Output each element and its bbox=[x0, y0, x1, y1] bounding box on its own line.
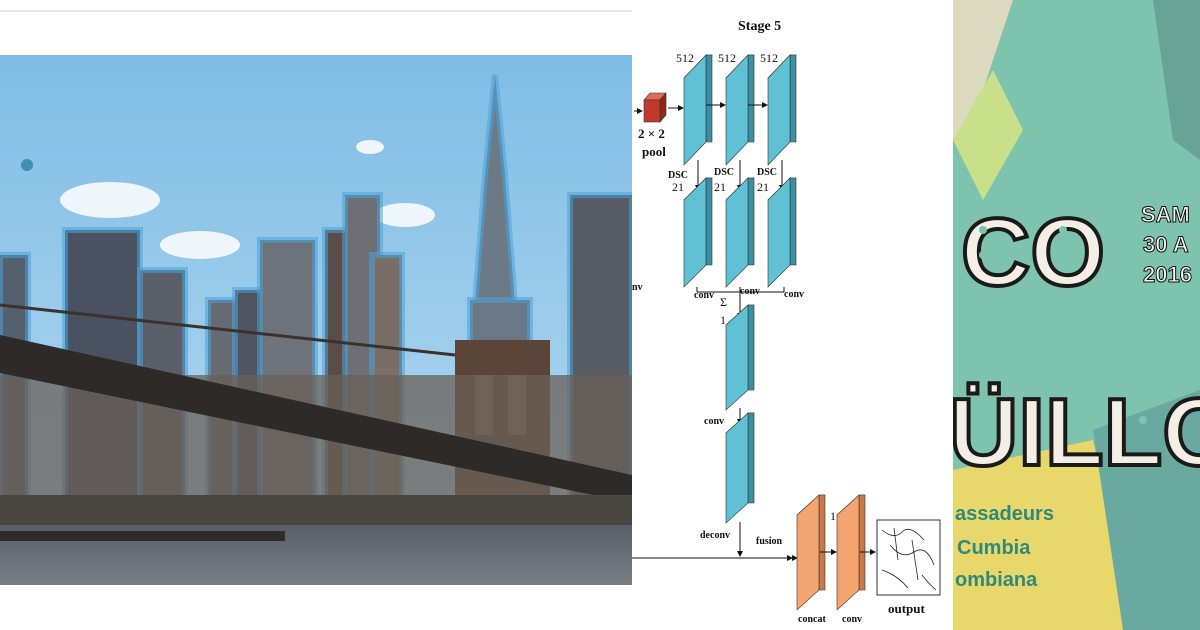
output-label: output bbox=[888, 601, 926, 616]
concat-block bbox=[796, 494, 826, 611]
poster-sam: SAM bbox=[1141, 202, 1190, 227]
side-conv-label: nv bbox=[632, 282, 643, 293]
poster-date: 30 A bbox=[1143, 232, 1189, 257]
output-edge-map bbox=[876, 519, 941, 596]
dsc-number-1: 21 bbox=[672, 180, 684, 194]
poster-line-c: ombiana bbox=[955, 569, 1038, 591]
conv-label-3: conv bbox=[784, 289, 804, 300]
pool-size-label: 2 × 2 bbox=[638, 126, 665, 141]
poster-big-bottom: ÜILLO bbox=[953, 379, 1200, 486]
conv-block-top-3 bbox=[767, 54, 797, 166]
concat-label: concat bbox=[798, 614, 826, 625]
architecture-diagram: Stage 5 512 512 512 2 × 2 pool bbox=[632, 19, 941, 625]
city-skyline-image bbox=[0, 55, 632, 585]
conv-block-mid-1 bbox=[683, 177, 713, 288]
conv-block-top-2 bbox=[725, 54, 755, 166]
top-divider bbox=[0, 10, 632, 12]
pool-label: pool bbox=[642, 144, 666, 159]
city-photo-panel bbox=[0, 10, 632, 585]
one-conv-label-a: 1 bbox=[720, 313, 726, 327]
channel-label-2: 512 bbox=[718, 51, 736, 65]
deconv-label: deconv bbox=[700, 530, 730, 541]
channel-label-1: 512 bbox=[676, 51, 694, 65]
conv-out-label: conv bbox=[842, 614, 862, 625]
dsc-number-3: 21 bbox=[757, 180, 769, 194]
poster-line-a: assadeurs bbox=[955, 503, 1054, 525]
dsc-label-1: DSC bbox=[668, 170, 688, 181]
dsc-label-2: DSC bbox=[714, 167, 734, 178]
conv-block-mid-2 bbox=[725, 177, 755, 288]
poster-year: 2016 bbox=[1143, 262, 1192, 287]
poster-line-b: Cumbia bbox=[957, 537, 1031, 559]
dsc-number-2: 21 bbox=[714, 180, 726, 194]
dsc-label-3: DSC bbox=[757, 167, 777, 178]
one-conv-label-b: 1 bbox=[830, 509, 836, 523]
network-diagram-panel: Stage 5 512 512 512 2 × 2 pool bbox=[632, 0, 953, 630]
fusion-label: fusion bbox=[756, 536, 783, 547]
pool-cube bbox=[643, 92, 667, 123]
poster-image: CO ÜILLO SAM 30 A 2016 assadeurs Cumbia … bbox=[953, 0, 1200, 630]
conv-block-stack-1 bbox=[725, 304, 755, 411]
conv-label-mid: conv bbox=[704, 416, 724, 427]
channel-label-3: 512 bbox=[760, 51, 778, 65]
deconv-block bbox=[725, 412, 755, 524]
conv-label-1: conv bbox=[694, 290, 714, 301]
stage-title: Stage 5 bbox=[738, 19, 781, 34]
poster-photo-panel: CO ÜILLO SAM 30 A 2016 assadeurs Cumbia … bbox=[953, 0, 1200, 630]
conv-out-block bbox=[836, 494, 866, 611]
conv-block-top-1 bbox=[683, 54, 713, 166]
conv-block-mid-3 bbox=[767, 177, 797, 288]
sum-symbol: Σ bbox=[720, 295, 727, 309]
